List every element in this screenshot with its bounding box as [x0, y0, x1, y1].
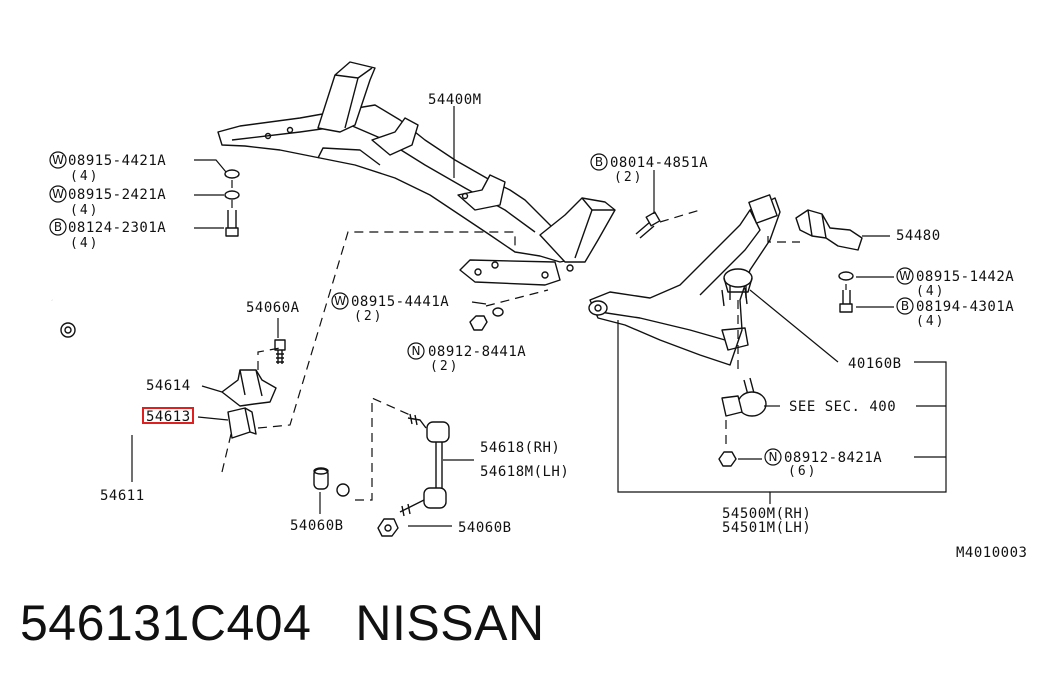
washer-symbol-icon: [49, 151, 67, 169]
drawing-code: M4010003: [956, 545, 1027, 561]
washer-d-part-number: 08915-4441A: [351, 294, 449, 310]
nut-b-part-number: 08912-8421A: [784, 450, 882, 466]
nut-symbol-icon: [764, 448, 782, 466]
nut-b-callout: N 08912-8421A (6): [764, 448, 882, 479]
bolt-b-symbol: B: [595, 155, 603, 169]
nut-b-qty: (6): [788, 464, 817, 479]
bolt-symbol-icon: [49, 218, 67, 236]
transverse-link-part: [588, 194, 781, 366]
hardware-parts: [224, 169, 854, 467]
crossmember-part: [217, 61, 616, 286]
washer-c-part-number: 08915-1442A: [916, 269, 1014, 285]
stabilizer-label: 54611: [100, 488, 145, 504]
part-number-title: 546131C404: [20, 595, 312, 651]
connecting-rod-lh-label: 54618M(LH): [480, 464, 569, 480]
bolt-a-part-number: 08124-2301A: [68, 220, 166, 236]
nut-a-callout: N 08912-8441A (2): [407, 342, 526, 374]
washer-a-part-number: 08915-4421A: [68, 153, 166, 169]
bushing-label: 54613: [146, 409, 191, 425]
ball-joint-label: 40160B: [848, 356, 902, 372]
dashed-assembly-lines: [221, 180, 847, 501]
see-section-label: SEE SEC. 400: [789, 399, 896, 415]
clamp-label: 54614: [146, 378, 191, 394]
nut-b-symbol: N: [769, 450, 778, 464]
washer-b-qty: (4): [70, 203, 99, 218]
stabilizer-bar-part: [27, 287, 351, 497]
clamp-bolt-label: 54060A: [246, 300, 300, 316]
clamp-bolt-part: [274, 339, 286, 364]
bolt-c-callout: B 08194-4301A (4): [896, 297, 1014, 329]
clamp-part: [221, 369, 277, 407]
washer-symbol-icon: [896, 267, 914, 285]
bolt-c-symbol: B: [901, 299, 909, 313]
bolt-b-part-number: 08014-4851A: [610, 155, 708, 171]
nut-a-part-number: 08912-8441A: [428, 344, 526, 360]
bracket-label: 54480: [896, 228, 941, 244]
bolt-c-qty: (4): [916, 314, 945, 329]
washer-d-callout: W 08915-4441A (2): [331, 292, 449, 324]
bushing-b-left-label: 54060B: [290, 518, 344, 534]
connecting-rod-rh-label: 54618(RH): [480, 440, 560, 456]
nut-a-symbol: N: [412, 344, 421, 358]
leader-lines: [131, 106, 947, 527]
bushing-part: [227, 407, 257, 439]
washer-b-part-number: 08915-2421A: [68, 187, 166, 203]
bolt-c-part-number: 08194-4301A: [916, 299, 1014, 315]
footer-caption: 546131C404 NISSAN: [20, 594, 545, 652]
bolt-symbol-icon: [896, 297, 914, 315]
washer-a-qty: (4): [70, 169, 99, 184]
washer-c-symbol: W: [899, 269, 911, 283]
brand-name: NISSAN: [355, 595, 545, 651]
bolt-symbol-icon: [590, 153, 608, 171]
washer-d-symbol: W: [334, 294, 346, 308]
highlight-box: [142, 407, 194, 424]
bolt-b-qty: (2): [614, 170, 643, 185]
bolt-a-qty: (4): [70, 236, 99, 251]
washer-a-callout: W 08915-4421A (4): [49, 151, 166, 184]
bracket-part: [795, 209, 863, 251]
ball-joint-part: [721, 268, 753, 307]
bushing-b-left-part: [313, 467, 329, 490]
washer-b-callout: W 08915-2421A (4): [49, 185, 166, 218]
bolt-a-symbol: B: [54, 220, 62, 234]
bolt-a-callout: B 08124-2301A (4): [49, 218, 166, 251]
link-lh-label: 54501M(LH): [722, 520, 811, 536]
washer-c-callout: W 08915-1442A (4): [896, 267, 1014, 299]
washer-a-symbol: W: [52, 153, 64, 167]
washer-symbol-icon: [331, 292, 349, 310]
washer-symbol-icon: [49, 185, 67, 203]
washer-c-qty: (4): [916, 284, 945, 299]
nut-a-qty: (2): [430, 359, 459, 374]
bushing-b-right-label: 54060B: [458, 520, 512, 536]
washer-d-qty: (2): [354, 309, 383, 324]
washer-b-symbol: W: [52, 187, 64, 201]
knuckle-ball-joint-part: [721, 377, 767, 417]
link-rh-label: 54500M(RH): [722, 506, 811, 522]
crossmember-label: 54400M: [428, 92, 482, 108]
bolt-b-callout: B 08014-4851A (2): [590, 153, 708, 185]
nut-symbol-icon: [407, 342, 425, 360]
connecting-rod-part: [377, 413, 450, 537]
